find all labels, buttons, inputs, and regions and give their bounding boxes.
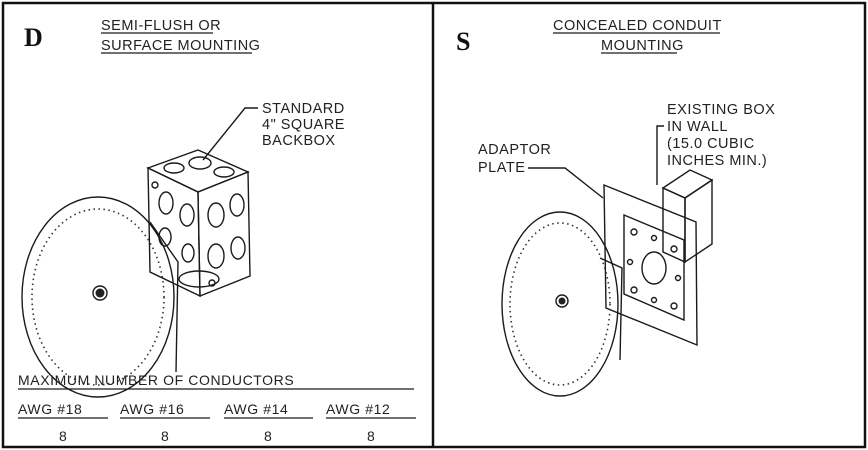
panel-s: S CONCEALED CONDUIT MOUNTING EXISTING BO…: [456, 18, 775, 397]
box-callout-line4: INCHES MIN.): [667, 153, 767, 169]
panel-d-title-line2: SURFACE MOUNTING: [101, 38, 260, 54]
box-leader-line: [656, 125, 664, 185]
backbox-leader-line: [202, 107, 258, 161]
conductor-table-title: MAXIMUM NUMBER OF CONDUCTORS: [18, 372, 294, 388]
panel-s-letter: S: [456, 27, 470, 56]
plate-leader-line: [528, 167, 604, 199]
plate-callout-line1: ADAPTOR: [478, 142, 551, 158]
backbox-callout-line2: 4" SQUARE: [262, 117, 345, 133]
panel-s-title-line1: CONCEALED CONDUIT: [553, 18, 722, 34]
value-awg-18: 8: [59, 428, 67, 444]
bell-illustration: [501, 211, 623, 397]
box-callout-line3: (15.0 CUBIC: [667, 136, 755, 152]
header-awg-14: AWG #14: [224, 401, 288, 417]
header-awg-12: AWG #12: [326, 401, 390, 417]
backbox-illustration: [146, 149, 251, 298]
value-awg-14: 8: [264, 428, 272, 444]
adaptor-plate-illustration: [603, 183, 698, 347]
backbox-callout-line3: BACKBOX: [262, 133, 336, 149]
box-callout-line1: EXISTING BOX: [667, 102, 775, 118]
bell-illustration: [21, 196, 179, 398]
panel-s-title-line2: MOUNTING: [601, 38, 684, 54]
plate-callout-line2: PLATE: [478, 160, 525, 176]
panel-d-title-line1: SEMI-FLUSH OR: [101, 18, 221, 34]
value-awg-16: 8: [161, 428, 169, 444]
panel-d: D SEMI-FLUSH OR SURFACE MOUNTING STANDAR…: [18, 18, 416, 444]
panel-d-letter: D: [24, 23, 43, 52]
value-awg-12: 8: [367, 428, 375, 444]
backbox-callout-line1: STANDARD: [262, 101, 345, 117]
box-callout-line2: IN WALL: [667, 119, 728, 135]
header-awg-18: AWG #18: [18, 401, 82, 417]
header-awg-16: AWG #16: [120, 401, 184, 417]
existing-box-illustration: [661, 169, 714, 264]
